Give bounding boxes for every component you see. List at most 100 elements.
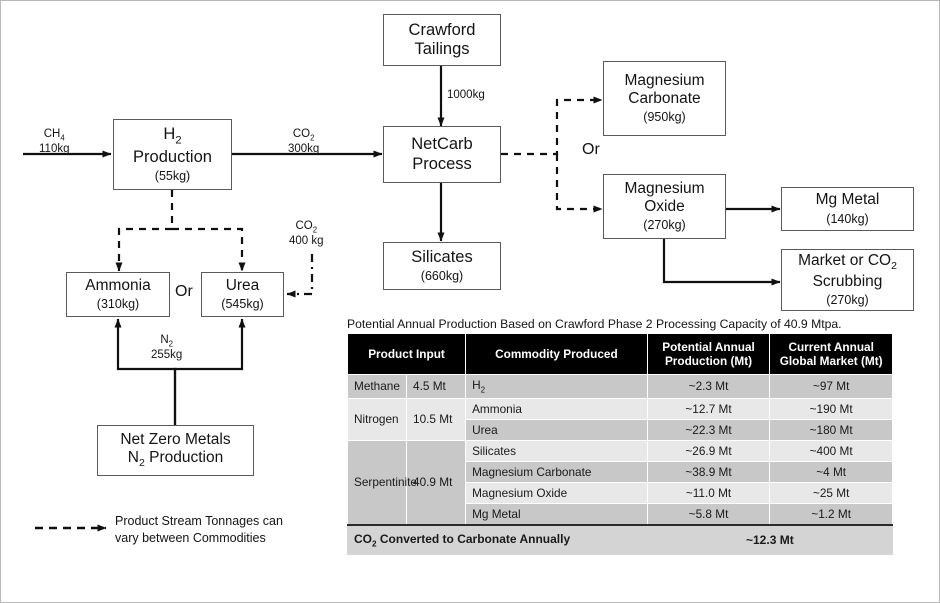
table-footer-row: CO2 Converted to Carbonate Annually~12.3… [347,523,894,556]
ammonia-amount: (310kg) [96,297,140,312]
cell-current-market: ~25 Mt [769,481,893,504]
cell-potential-production: ~22.3 Mt [646,418,771,441]
label-co2-urea-stream: CO2 400 kg [289,220,324,248]
footer-label: CO2 Converted to Carbonate Annually [347,523,648,556]
production-table: Product Input Commodity Produced Potenti… [346,332,894,556]
co2-urea-mass: 400 kg [289,234,324,247]
cell-input-amount: 4.5 Mt [406,374,467,399]
label-co2-h2-stream: CO2 300kg [288,128,319,156]
table-head: Product Input Commodity Produced Potenti… [346,332,893,376]
nzm-line1: Net Zero Metals [120,431,231,449]
node-magnesium-carbonate[interactable]: Magnesium Carbonate (950kg) [603,61,726,136]
cell-current-market: ~190 Mt [769,397,893,420]
cell-input-amount: 40.9 Mt [406,439,467,526]
cell-current-market: ~1.2 Mt [769,502,893,526]
footer-value: ~12.3 Mt [646,523,894,556]
co2-h2-mass: 300kg [288,142,320,155]
cell-potential-production: ~38.9 Mt [646,460,771,483]
market-line1: Market or CO2 [798,252,897,273]
label-n2-stream: N2 255kg [151,334,182,362]
node-magnesium-oxide[interactable]: Magnesium Oxide (270kg) [603,174,726,239]
header-commodity-produced: Commodity Produced [465,332,648,376]
label-or-right: Or [582,141,600,158]
cell-product-input: Nitrogen [346,397,408,441]
node-urea[interactable]: Urea (545kg) [201,272,284,317]
cell-commodity: H2 [465,374,648,399]
legend-text: Product Stream Tonnages can vary between… [115,513,283,547]
node-ammonia[interactable]: Ammonia (310kg) [66,272,170,317]
n2-species: N2 [160,334,173,349]
node-market-co2-scrubbing[interactable]: Market or CO2 Scrubbing (270kg) [781,249,914,311]
ch4-mass: 110kg [39,142,70,155]
mgoxide-amount: (270kg) [643,218,686,233]
co2-h2-species: CO2 [292,128,315,143]
cell-potential-production: ~12.7 Mt [646,397,771,420]
cell-commodity: Urea [465,418,648,441]
node-netcarb-process[interactable]: NetCarb Process [383,126,501,183]
cell-current-market: ~4 Mt [769,460,893,483]
crawford-line2: Tailings [414,40,470,58]
label-ch4-stream: CH4 110kg [39,128,69,156]
table-row: Magnesium Oxide~11.0 Mt~25 Mt [348,481,893,504]
ammonia-line1: Ammonia [85,276,151,294]
market-amount: (270kg) [826,293,869,308]
table-header-row: Product Input Commodity Produced Potenti… [346,332,893,376]
header-product-input: Product Input [346,332,467,376]
silicates-amount: (660kg) [420,269,464,284]
market-line2: Scrubbing [812,272,883,290]
legend-line2: vary between Commodities [115,530,266,545]
mgcarb-line1: Magnesium [624,71,705,89]
table-caption: Potential Annual Production Based on Cra… [347,317,842,331]
cell-current-market: ~180 Mt [769,418,893,441]
mgcarb-line2: Carbonate [628,90,701,108]
node-h2-amount: (55kg) [154,169,191,184]
cell-potential-production: ~26.9 Mt [646,439,771,462]
netcarb-line2: Process [412,154,472,173]
mgcarb-amount: (950kg) [643,110,686,125]
node-net-zero-metals[interactable]: Net Zero Metals N2 Production [97,425,254,476]
mgoxide-line1: Magnesium [624,179,705,197]
node-silicates[interactable]: Silicates (660kg) [383,242,501,290]
table-row: Mg Metal~5.8 Mt~1.2 Mt [348,502,893,526]
cell-product-input: Methane [346,374,408,399]
cell-commodity: Ammonia [465,397,648,420]
header-potential-production: Potential Annual Production (Mt) [646,332,771,376]
ch4-species: CH4 [43,128,65,143]
node-crawford-tailings[interactable]: Crawford Tailings [383,14,501,66]
production-table-container: Potential Annual Production Based on Cra… [346,317,894,556]
urea-amount: (545kg) [221,297,264,312]
mgmetal-amount: (140kg) [826,211,869,226]
cell-potential-production: ~2.3 Mt [646,374,771,399]
legend-line1: Product Stream Tonnages can [115,514,283,528]
cell-current-market: ~97 Mt [769,374,893,399]
cell-commodity: Magnesium Oxide [465,481,648,504]
cell-potential-production: ~5.8 Mt [646,502,771,526]
label-tailings-mass: 1000kg [447,89,485,101]
nzm-line2: N2 Production [127,449,224,470]
n2-mass: 255kg [151,348,183,361]
label-or-left: Or [175,283,193,300]
silicates-line1: Silicates [411,247,473,266]
node-h2-title: H2 [163,125,182,147]
netcarb-line1: NetCarb [411,135,473,154]
table-row: Urea~22.3 Mt~180 Mt [348,418,893,441]
node-mg-metal[interactable]: Mg Metal (140kg) [781,187,914,231]
node-h2-title2: Production [133,147,212,166]
cell-product-input: Serpentinite [346,439,417,526]
cell-current-market: ~400 Mt [769,439,893,462]
header-current-market: Current Annual Global Market (Mt) [769,332,893,376]
cell-commodity: Silicates [465,439,648,462]
crawford-line1: Crawford [408,20,476,39]
node-h2-production[interactable]: H2 Production (55kg) [113,119,232,190]
cell-commodity: Magnesium Carbonate [465,460,648,483]
urea-line1: Urea [225,276,260,294]
mgmetal-line1: Mg Metal [815,191,880,209]
cell-input-amount: 10.5 Mt [406,397,467,441]
cell-potential-production: ~11.0 Mt [646,481,771,504]
co2-urea-species: CO2 [295,220,318,235]
